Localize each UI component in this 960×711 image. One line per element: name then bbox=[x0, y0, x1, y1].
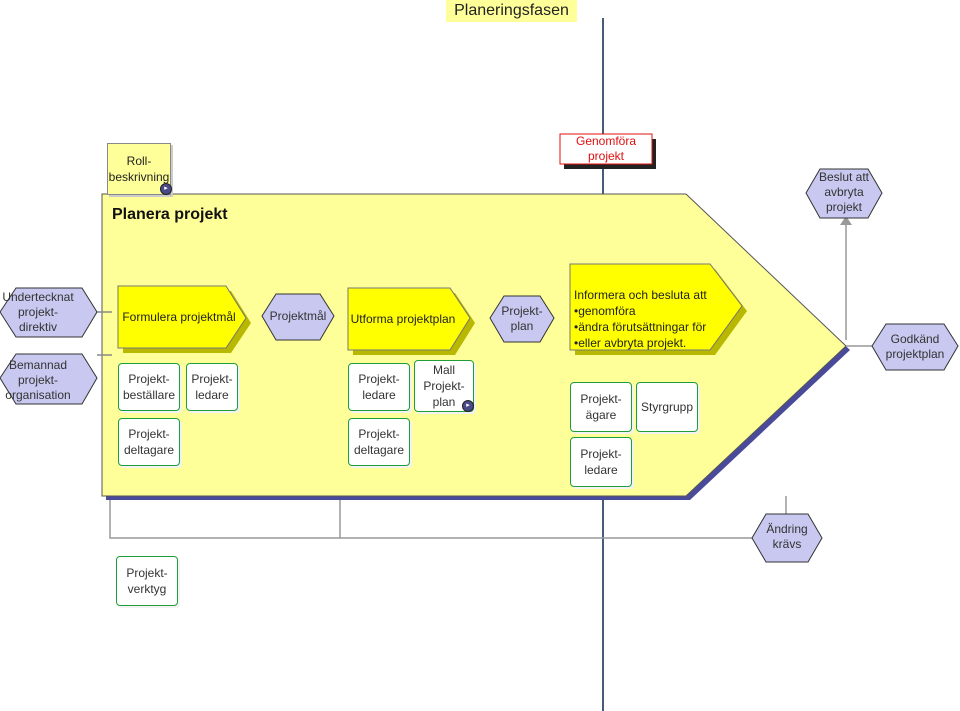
genomfora-box bbox=[559, 133, 653, 165]
event-projektplan-shape bbox=[489, 295, 555, 343]
event-andring-shape bbox=[751, 513, 823, 563]
tool-projektverktyg[interactable]: Projekt- verktyg bbox=[116, 556, 178, 606]
rollbeskrivning-document[interactable]: Roll- beskrivning bbox=[107, 143, 171, 195]
role-projektdeltagare-2[interactable]: Projekt- deltagare bbox=[348, 418, 410, 466]
role-styrgrupp-label: Styrgrupp bbox=[640, 400, 694, 414]
role-projektledare-3-label: Projekt- ledare bbox=[580, 447, 622, 477]
role-projektledare-2[interactable]: Projekt- ledare bbox=[348, 363, 410, 411]
document-link-icon[interactable]: ▸ bbox=[462, 400, 474, 412]
arrowhead-beslut bbox=[840, 216, 852, 225]
main-process-title: Planera projekt bbox=[112, 206, 228, 223]
event-andring-label[interactable]: Ändring krävs bbox=[766, 522, 808, 551]
event-organisation-label[interactable]: Bemannad projekt- organisation bbox=[5, 358, 71, 402]
document-mall-label: Mall Projekt- plan bbox=[423, 363, 465, 409]
rollbeskrivning-label: Roll- beskrivning bbox=[108, 154, 170, 184]
event-godkand-label[interactable]: Godkänd projektplan bbox=[885, 332, 945, 361]
event-beslut-shape bbox=[805, 168, 883, 219]
role-projektagare[interactable]: Projekt- ägare bbox=[570, 382, 632, 432]
role-projektledare-1[interactable]: Projekt- ledare bbox=[186, 363, 238, 411]
event-projektmal-shape bbox=[261, 293, 335, 341]
event-organisation-shape bbox=[0, 353, 98, 405]
role-projektdeltagare-1-label: Projekt- deltagare bbox=[123, 427, 175, 457]
function-utforma-shape bbox=[347, 287, 471, 351]
document-mall-projektplan[interactable]: Mall Projekt- plan bbox=[414, 360, 474, 412]
role-projektledare-3[interactable]: Projekt- ledare bbox=[570, 437, 632, 487]
role-projektbestallare[interactable]: Projekt- beställare bbox=[118, 363, 180, 411]
function-informera-label[interactable]: Informera och besluta att •genomföra •än… bbox=[574, 288, 707, 350]
function-utforma-label[interactable]: Utforma projektplan bbox=[350, 312, 456, 326]
event-projektmal-label[interactable]: Projektmål bbox=[269, 309, 327, 323]
role-projektdeltagare-2-label: Projekt- deltagare bbox=[353, 427, 405, 457]
page-title: Planeringsfasen bbox=[446, 0, 577, 22]
function-formulera-shape bbox=[117, 285, 247, 349]
event-direktiv-shape bbox=[0, 287, 98, 338]
role-projektledare-2-label: Projekt- ledare bbox=[358, 372, 400, 402]
genomfora-label[interactable]: Genomföra projekt bbox=[575, 134, 637, 163]
loop-back-line bbox=[109, 500, 752, 539]
role-projektbestallare-label: Projekt- beställare bbox=[122, 372, 176, 402]
event-beslut-label[interactable]: Beslut att avbryta projekt bbox=[818, 170, 870, 214]
event-direktiv-label[interactable]: Undertecknat projekt- direktiv bbox=[2, 290, 74, 334]
role-styrgrupp[interactable]: Styrgrupp bbox=[636, 382, 698, 432]
event-projektplan-label[interactable]: Projekt- plan bbox=[501, 304, 543, 333]
tool-projektverktyg-label: Projekt- verktyg bbox=[126, 566, 168, 596]
role-projektagare-label: Projekt- ägare bbox=[580, 392, 622, 422]
role-projektdeltagare-1[interactable]: Projekt- deltagare bbox=[118, 418, 180, 466]
function-formulera-label[interactable]: Formulera projektmål bbox=[122, 310, 236, 324]
role-projektledare-1-label: Projekt- ledare bbox=[191, 372, 233, 402]
document-link-icon[interactable]: ▸ bbox=[160, 183, 172, 195]
event-godkand-shape bbox=[871, 323, 959, 371]
function-informera-shape bbox=[569, 263, 743, 351]
